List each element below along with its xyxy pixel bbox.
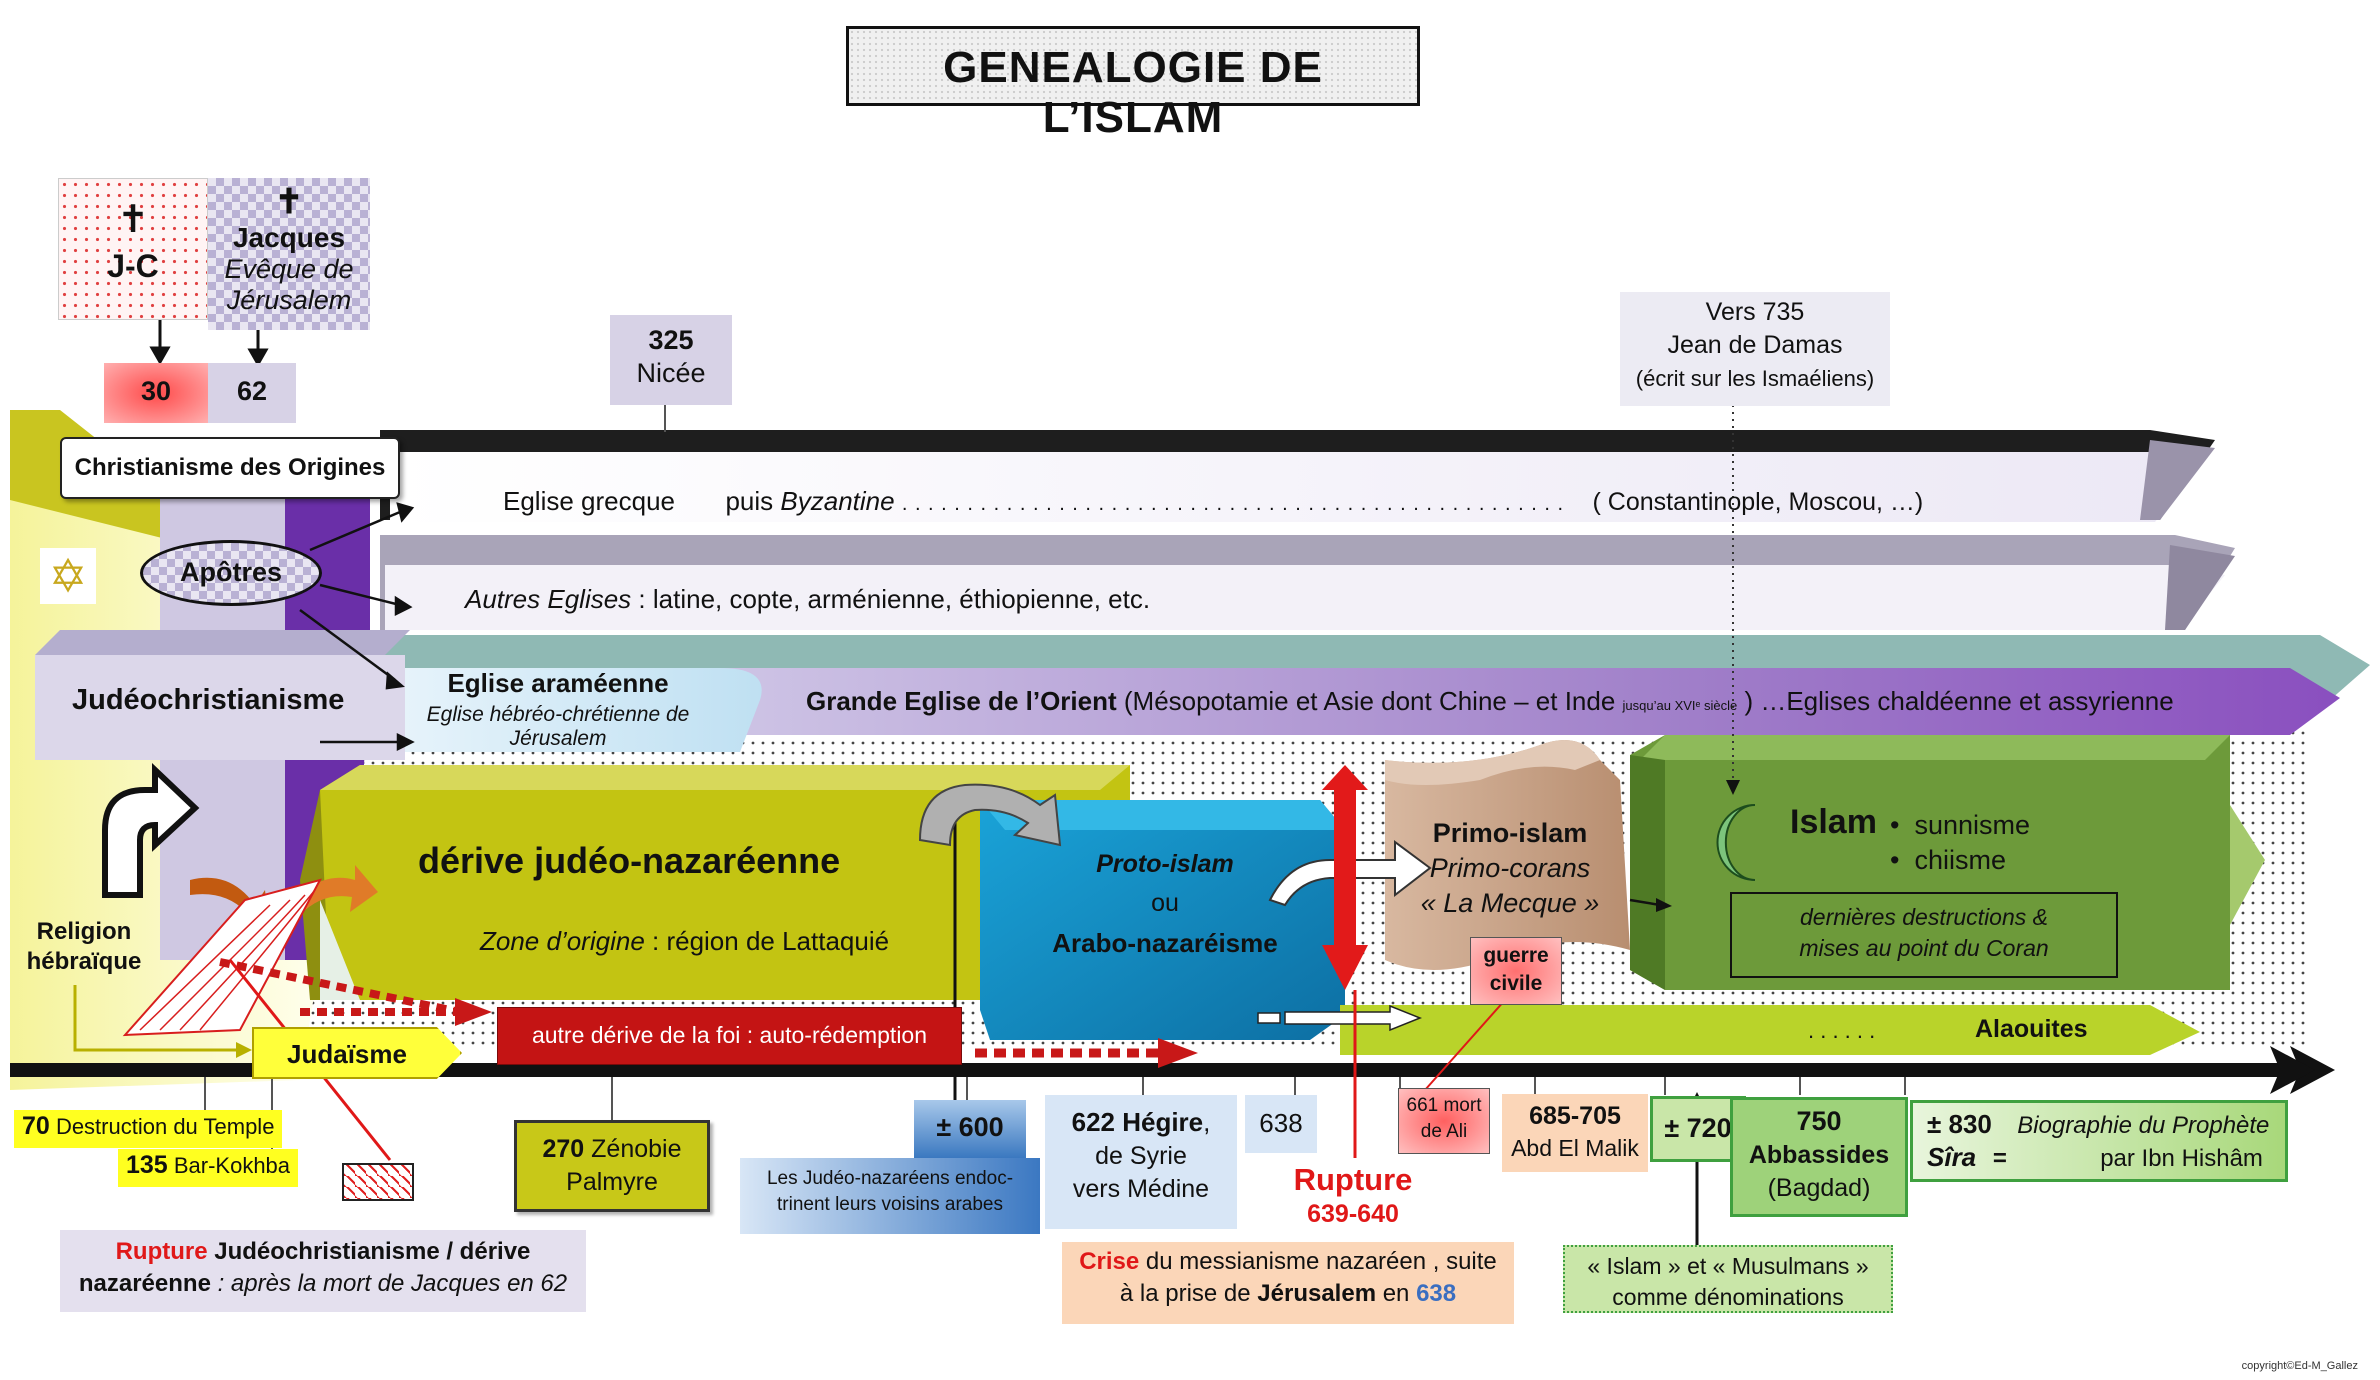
jc-box: ✝ J-C: [58, 178, 208, 320]
date-135: 135 Bar-Kokhba: [118, 1149, 299, 1187]
nicee-box: 325 Nicée: [610, 315, 732, 405]
eglise-arameenne-label: Eglise araméenne Eglise hébréo-chrétienn…: [426, 668, 690, 750]
jacques-name: Jacques: [232, 222, 346, 253]
date-685: 685-705 Abd El Malik: [1502, 1094, 1648, 1172]
nicee-place: Nicée: [636, 358, 706, 388]
islam-bullets: • sunnisme • chiisme: [1890, 810, 2031, 875]
page-title-text: GENEALOGIE DE L’ISLAM: [943, 43, 1323, 142]
judeochristianisme-label: Judéochristianisme: [72, 684, 345, 716]
date-750: 750 Abbassides (Bagdad): [1730, 1097, 1908, 1217]
derive-zone: Zone d’origine : région de Lattaquié: [480, 926, 890, 956]
date-70: 70 Destruction du Temple: [14, 1110, 283, 1148]
crise-box: Crise du messianisme nazaréen , suite à …: [1062, 1242, 1514, 1324]
date-600: ± 600: [914, 1100, 1026, 1158]
date-661: 661 mort de Ali: [1398, 1088, 1490, 1154]
rupture-judeochristianisme-box: Rupture Judéochristianisme / dérive naza…: [60, 1230, 586, 1312]
star-of-david-icon: ✡: [40, 548, 96, 604]
jacques-role-2: Jérusalem: [226, 285, 352, 315]
date-600-note: Les Judéo-nazaréens endoc- trinent leurs…: [740, 1158, 1040, 1234]
proto-islam-label: Proto-islam ou Arabo-nazaréisme: [1052, 850, 1278, 958]
derive-title: dérive judéo-nazaréenne: [418, 840, 841, 881]
jean-damas-box: Vers 735 Jean de Damas (écrit sur les Is…: [1620, 292, 1890, 406]
islam-title: Islam: [1790, 803, 1877, 841]
alaouites-label: Alaouites: [1975, 1015, 2088, 1043]
nicee-year: 325: [648, 325, 694, 355]
grande-eglise-orient-band: Grande Eglise de l’Orient (Mésopotamie e…: [806, 686, 2174, 716]
date-62: 62: [208, 363, 296, 423]
cross-icon: ✝: [117, 199, 149, 241]
date-30: 30: [104, 363, 208, 423]
date-830: ± 830 Biographie du Prophète Sîra = par …: [1910, 1100, 2288, 1182]
denominations-box: « Islam » et « Musulmans » comme dénomin…: [1563, 1245, 1893, 1313]
jacques-role-1: Evêque de: [224, 254, 354, 284]
islam-note-box: dernières destructions & mises au point …: [1730, 892, 2118, 978]
jacques-box: ✝ Jacques Evêque de Jérusalem: [208, 178, 370, 330]
bullet-icon: •: [1890, 810, 1915, 840]
date-622: 622 Hégire, de Syrie vers Médine: [1045, 1095, 1237, 1229]
judaisme-arrow: Judaïsme: [252, 1027, 462, 1079]
copyright-text: copyright©Ed-M_Gallez: [2241, 1360, 2358, 1372]
eglise-grecque-band: Eglise grecque puis Byzantine . . . . . …: [503, 486, 1924, 516]
autre-derive-box: autre dérive de la foi : auto-rédemption: [497, 1007, 962, 1065]
page-title: GENEALOGIE DE L’ISLAM: [846, 26, 1420, 142]
apotres-ellipse: Apôtres: [140, 540, 322, 606]
autres-eglises-band: Autres Eglises : latine, copte, arménien…: [465, 584, 1151, 614]
bullet-icon: •: [1890, 845, 1915, 875]
guerre-civile-box: guerre civile: [1470, 937, 1562, 1005]
jc-label: J-C: [107, 248, 159, 284]
cross-icon: ✝: [274, 183, 304, 221]
alaouites-dots: . . . . . .: [1808, 1018, 1876, 1043]
rupture-639-box: Rupture 639-640: [1283, 1158, 1423, 1244]
date-638: 638: [1245, 1095, 1317, 1153]
date-270: 270 Zénobie Palmyre: [514, 1120, 710, 1212]
primo-islam-label: Primo-islam Primo-corans « La Mecque »: [1420, 818, 1600, 918]
religion-hebraique-label: Religion hébraïque: [26, 918, 142, 975]
hatched-marker-icon: [342, 1163, 414, 1201]
christianisme-origines-box: Christianisme des Origines: [60, 437, 400, 499]
